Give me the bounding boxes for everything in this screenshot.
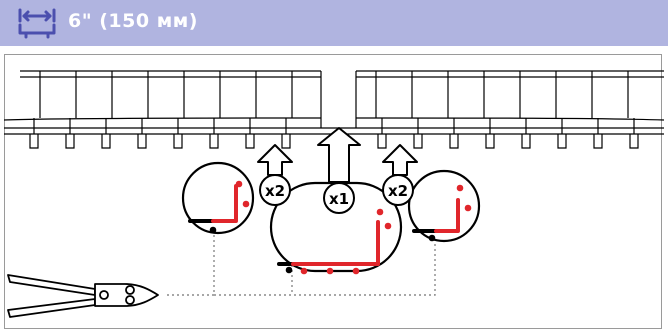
tray-wire xyxy=(411,71,423,149)
tray-wire xyxy=(447,71,459,149)
tray-wire xyxy=(245,71,257,149)
tray-wire xyxy=(483,71,495,149)
left-detail-dot-black xyxy=(209,226,217,234)
center-detail-dot-red xyxy=(352,267,360,275)
tray-wire xyxy=(555,71,567,149)
tray-wire xyxy=(519,71,531,149)
tray-wire xyxy=(627,71,639,149)
center-detail-dot-red xyxy=(376,208,384,216)
left-detail-dot-red xyxy=(242,200,250,208)
center-detail-wire xyxy=(277,220,380,266)
diagram-frame xyxy=(4,54,662,329)
cut-arrows xyxy=(257,127,418,183)
wire-tray xyxy=(3,70,665,135)
tray-wire xyxy=(173,71,185,149)
center-detail-dot-black xyxy=(285,266,293,274)
tray-wire xyxy=(137,71,149,149)
width-dimension-icon xyxy=(18,8,56,39)
callout-badge-left xyxy=(259,174,291,206)
tray-wire xyxy=(101,71,113,149)
left-detail-dot-red xyxy=(235,180,243,188)
tray-wire xyxy=(591,71,603,149)
bolt-cutter-icon xyxy=(7,274,159,318)
callout-label-left: x2 xyxy=(265,182,285,200)
right-detail-dot-black xyxy=(428,234,436,242)
tray-wire xyxy=(65,71,77,149)
right-detail-wire xyxy=(412,198,460,233)
callout-badge-center xyxy=(323,182,355,214)
center-detail-dot-red xyxy=(384,222,392,230)
callout-label-right: x2 xyxy=(388,182,408,200)
left-detail-wire xyxy=(188,184,238,223)
right-detail-dot-red xyxy=(464,204,472,212)
callout-label-center: x1 xyxy=(329,190,349,208)
center-detail-dot-red xyxy=(300,267,308,275)
tray-wire xyxy=(209,71,221,149)
tray-wire xyxy=(375,71,387,149)
tray-wire xyxy=(29,71,41,149)
header-title: 6" (150 мм) xyxy=(68,10,198,32)
wire-cross-sections xyxy=(29,71,639,149)
center-detail-dot-red xyxy=(326,267,334,275)
right-detail-dot-red xyxy=(456,184,464,192)
header-bar: 6" (150 мм) xyxy=(0,0,668,46)
tray-wire xyxy=(281,71,293,149)
callout-badge-right xyxy=(382,174,414,206)
